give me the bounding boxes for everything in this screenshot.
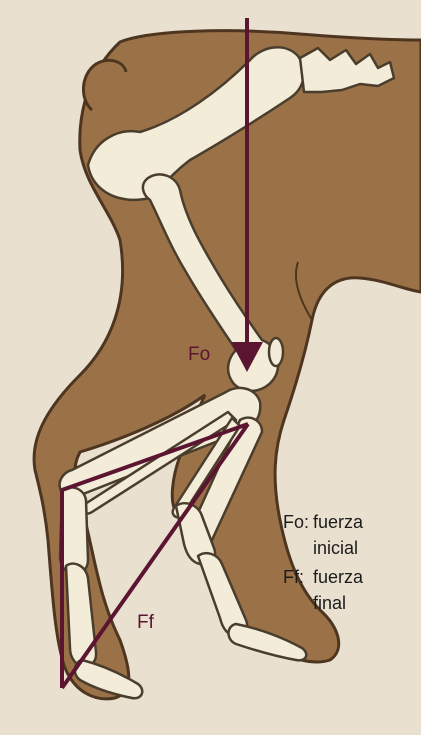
fo-label: Fo [188, 344, 210, 365]
legend-ff-key: Ff: [283, 567, 304, 587]
legend-fo-line2: inicial [313, 538, 358, 558]
patella-bone [269, 338, 283, 366]
legend-ff-line2: final [313, 593, 346, 613]
tarsal-front-bone [60, 487, 88, 574]
legend-fo-key: Fo: [283, 512, 309, 532]
legend-ff-line1: fuerza [313, 567, 364, 587]
ff-label: Ff [137, 612, 155, 633]
legend-fo-line1: fuerza [313, 512, 364, 532]
